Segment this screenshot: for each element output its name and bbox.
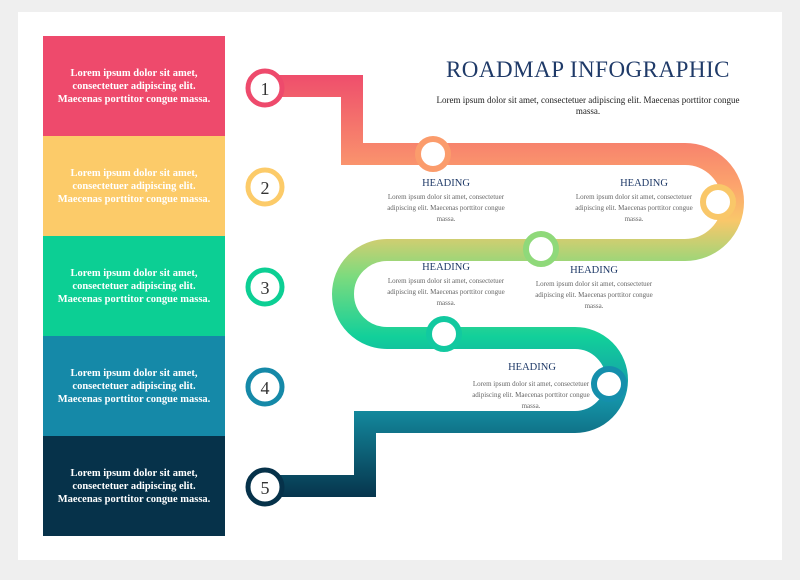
milestone-text-1: Lorem ipsum dolor sit amet, consectetuer… (387, 193, 505, 223)
page-title: ROADMAP INFOGRAPHIC (445, 57, 731, 82)
roadmap-block-5: Lorem ipsum dolor sit amet, consectetuer… (43, 436, 225, 536)
step-number-3: 3 (261, 278, 270, 298)
step-circle-4: 4 (245, 367, 285, 407)
milestone-marker-1 (415, 136, 451, 172)
roadmap-block-3: Lorem ipsum dolor sit amet, consectetuer… (43, 236, 225, 336)
step-circle-5: 5 (245, 467, 285, 507)
milestone-text-2: Lorem ipsum dolor sit amet, consectetuer… (575, 193, 693, 223)
step-number-2: 2 (261, 178, 270, 198)
milestone-marker-3 (523, 231, 559, 267)
milestone-text-4: Lorem ipsum dolor sit amet, consectetuer… (535, 280, 653, 310)
milestone-text-3: Lorem ipsum dolor sit amet, consectetuer… (387, 277, 505, 307)
roadmap-block-4: Lorem ipsum dolor sit amet, consectetuer… (43, 336, 225, 436)
milestone-heading-2: HEADING (620, 178, 668, 189)
step-circle-2: 2 (245, 167, 285, 207)
step-circle-3: 3 (245, 267, 285, 307)
page-subtitle: Lorem ipsum dolor sit amet, consectetuer… (436, 95, 740, 116)
step-number-4: 4 (261, 378, 270, 398)
milestone-heading-5: HEADING (508, 362, 556, 373)
step-number-5: 5 (261, 478, 270, 498)
milestone-marker-4 (426, 316, 462, 352)
milestone-heading-4: HEADING (570, 265, 618, 276)
roadmap-block-1: Lorem ipsum dolor sit amet, consectetuer… (43, 36, 225, 136)
milestone-text-5: Lorem ipsum dolor sit amet, consectetuer… (472, 380, 590, 410)
roadmap-block-2: Lorem ipsum dolor sit amet, consectetuer… (43, 136, 225, 236)
milestone-heading-3: HEADING (422, 262, 470, 273)
milestone-marker-5 (591, 366, 627, 402)
step-circle-1: 1 (245, 68, 285, 108)
milestone-marker-2 (700, 184, 736, 220)
milestone-heading-1: HEADING (422, 178, 470, 189)
step-number-1: 1 (261, 79, 270, 99)
